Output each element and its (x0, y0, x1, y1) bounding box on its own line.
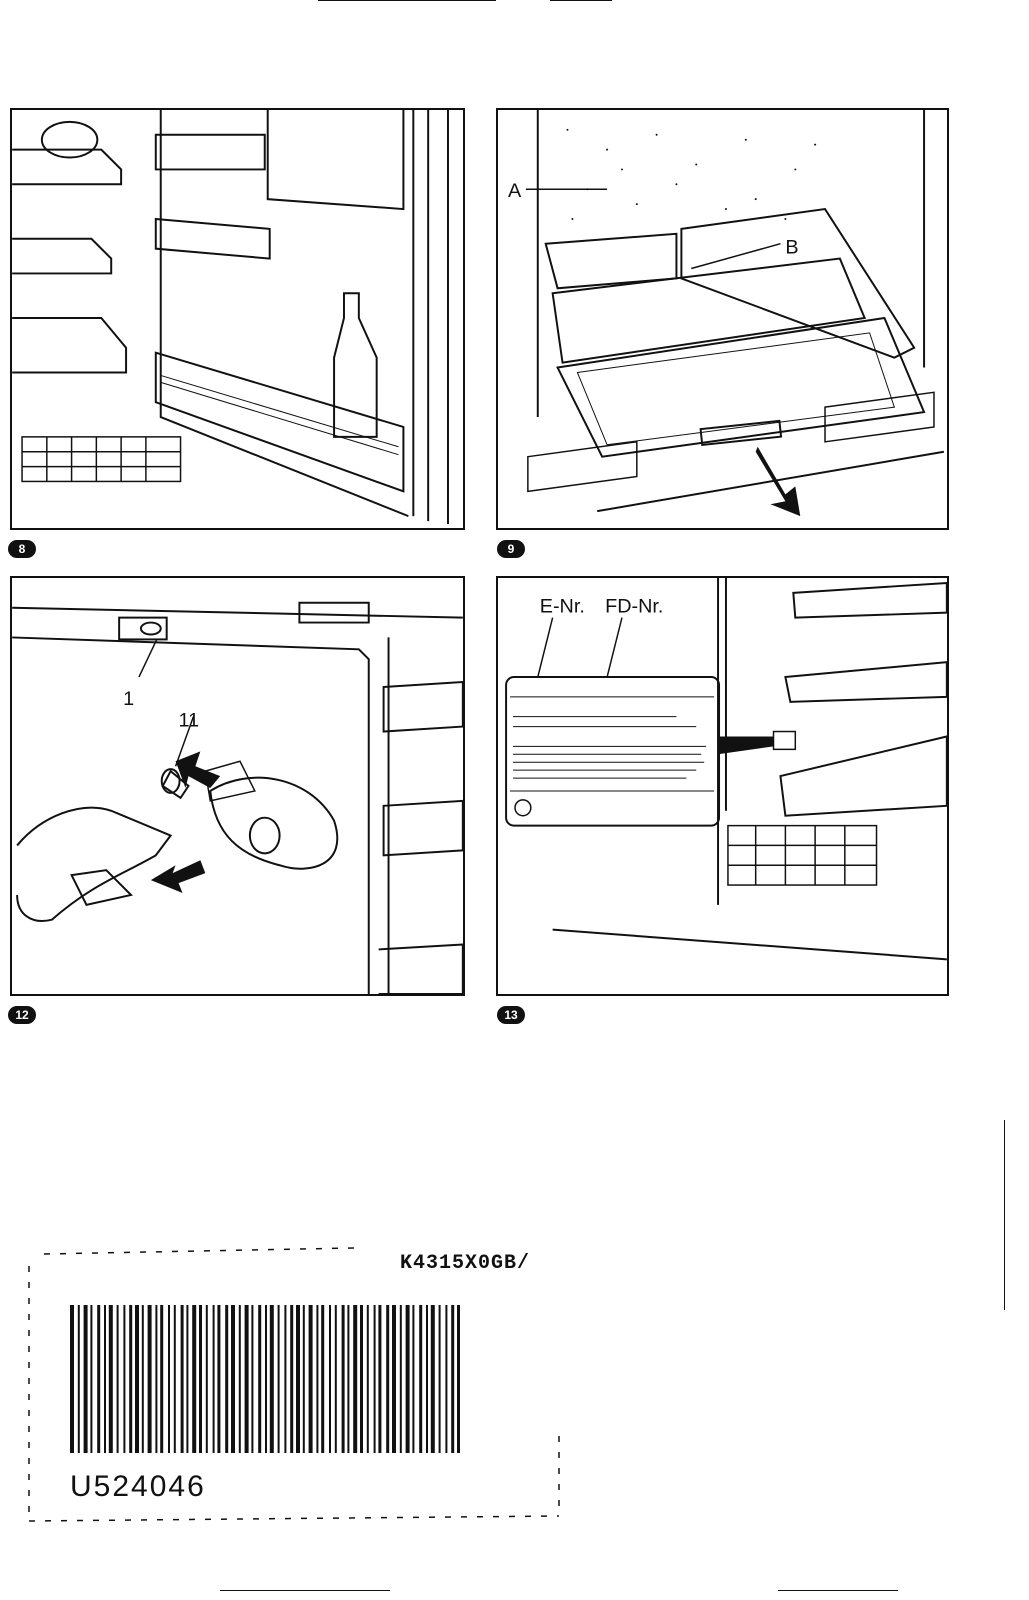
barcode-bar (251, 1305, 253, 1453)
barcode-bar (303, 1305, 305, 1453)
barcode-bar (278, 1305, 280, 1453)
barcode-bar (148, 1305, 152, 1453)
figure-12-badge: 12 (8, 1006, 36, 1024)
scan-line-top-2 (550, 0, 612, 1)
scan-line-top-1 (318, 0, 496, 1)
barcode-bar (117, 1305, 119, 1453)
barcode-bar (406, 1305, 410, 1453)
barcode-bar (439, 1305, 441, 1453)
barcode-bar (290, 1305, 293, 1453)
barcode-bar (426, 1305, 428, 1453)
barcode-bar (123, 1305, 125, 1453)
figure-13-panel: E-Nr. FD-Nr. (496, 576, 949, 996)
barcode-bar (367, 1305, 369, 1453)
barcode-bar (90, 1305, 92, 1453)
barcode-bar (457, 1305, 460, 1453)
model-code: K4315X0GB/ (400, 1252, 530, 1275)
barcode-bar (386, 1305, 389, 1453)
figure-12-panel: 1 11 (10, 576, 465, 996)
figure-13-illustration: E-Nr. FD-Nr. (498, 578, 947, 994)
figure-12-illustration: 1 11 (12, 578, 463, 994)
scan-line-bottom-1 (220, 1590, 390, 1591)
barcode-bar (160, 1305, 163, 1453)
barcode-bar (392, 1305, 396, 1453)
label-a: A (508, 180, 522, 202)
barcode-bar (174, 1305, 176, 1453)
barcode-bar (270, 1305, 274, 1453)
scan-line-right (1004, 1120, 1005, 1310)
barcode-bar (309, 1305, 313, 1453)
label-b: B (785, 237, 798, 259)
barcode-bar (78, 1305, 80, 1453)
label-fd-nr: FD-Nr. (605, 596, 663, 618)
barcode-bar (412, 1305, 414, 1453)
figure-9-panel: A B (496, 108, 949, 530)
serial-number: U524046 (70, 1470, 206, 1504)
figure-8-badge: 8 (8, 540, 36, 558)
scan-line-bottom-2 (778, 1590, 898, 1591)
barcode-bar (347, 1305, 349, 1453)
barcode-bar (168, 1305, 170, 1453)
barcode-bar (97, 1305, 100, 1453)
figure-13-badge: 13 (497, 1006, 525, 1024)
barcode-bar (360, 1305, 363, 1453)
barcode-bar (321, 1305, 324, 1453)
barcode-bar (104, 1305, 106, 1453)
barcode-bar (192, 1305, 196, 1453)
barcode-bar (109, 1305, 113, 1453)
barcode-bar (296, 1305, 300, 1453)
barcode-bar (445, 1305, 447, 1453)
barcode-bar (225, 1305, 228, 1453)
barcode-bar (217, 1305, 220, 1453)
barcode-bar (186, 1305, 188, 1453)
barcode-bar (400, 1305, 402, 1453)
barcode-bar (239, 1305, 241, 1453)
label-e-nr: E-Nr. (540, 596, 585, 618)
barcode-bar (378, 1305, 381, 1453)
barcode-bar (84, 1305, 88, 1453)
barcode-bar (335, 1305, 337, 1453)
barcode-bar (353, 1305, 357, 1453)
figure-9-badge: 9 (497, 540, 525, 558)
barcode-bar (265, 1305, 267, 1453)
barcode-bar (431, 1305, 435, 1453)
barcode-bar (70, 1305, 74, 1453)
barcode-bar (206, 1305, 208, 1453)
barcode-bar (316, 1305, 318, 1453)
barcode-bar (213, 1305, 215, 1453)
barcode-bar (155, 1305, 157, 1453)
figure-8-illustration (12, 110, 463, 528)
barcode-bar (342, 1305, 345, 1453)
label-11: 11 (179, 710, 200, 732)
figure-9-illustration: A B (498, 110, 947, 528)
barcode-bar (284, 1305, 286, 1453)
barcode-bar (258, 1305, 261, 1453)
barcode-bar (329, 1305, 331, 1453)
barcode-bar (231, 1305, 235, 1453)
barcode (70, 1305, 460, 1453)
barcode-bar (129, 1305, 132, 1453)
barcode-bar (374, 1305, 376, 1453)
barcode-bar (142, 1305, 144, 1453)
barcode-bar (181, 1305, 184, 1453)
barcode-bar (419, 1305, 422, 1453)
barcode-bar (199, 1305, 202, 1453)
barcode-bar (135, 1305, 139, 1453)
barcode-bar (451, 1305, 454, 1453)
barcode-bar (245, 1305, 249, 1453)
label-1: 1 (123, 688, 134, 710)
figure-8-panel (10, 108, 465, 530)
